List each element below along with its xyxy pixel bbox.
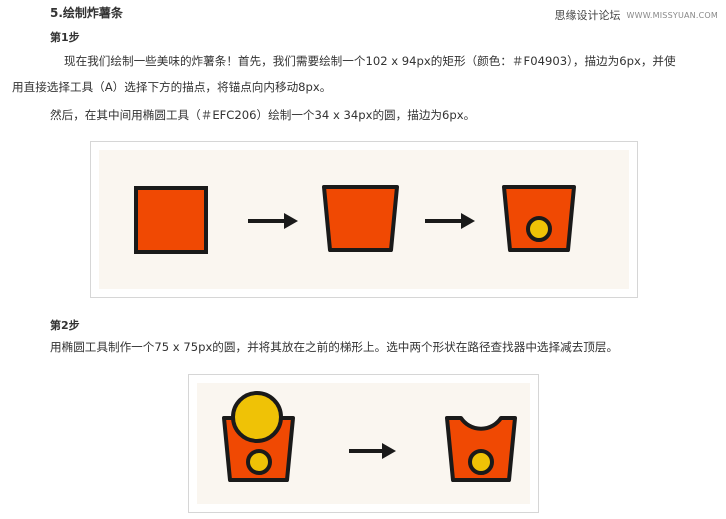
step1-paragraph-line3: 然后，在其中间用椭圆工具（＃EFC206）绘制一个34 x 34px的圆，描边为… bbox=[50, 108, 476, 122]
yellow-circle bbox=[468, 449, 494, 475]
step1-paragraph-line1: 现在我们绘制一些美味的炸薯条！首先，我们需要绘制一个102 x 94px的矩形（… bbox=[64, 54, 676, 68]
arrow-right-icon bbox=[248, 213, 298, 229]
step1-paragraph-line2: 用直接选择工具（A）选择下方的描点，将锚点向内移动8px。 bbox=[12, 80, 332, 94]
arrow-right-icon bbox=[425, 213, 475, 229]
watermark-name: 思缘设计论坛 bbox=[554, 9, 621, 22]
large-yellow-circle bbox=[231, 391, 283, 443]
figure-step1 bbox=[90, 141, 638, 298]
arrow-right-icon bbox=[349, 443, 396, 459]
step2-paragraph-line1: 用椭圆工具制作一个75 x 75px的圆，并将其放在之前的梯形上。选中两个形状在… bbox=[50, 340, 619, 354]
step1-title: 第1步 bbox=[50, 31, 80, 44]
watermark-url: WWW.MISSYUAN.COM bbox=[626, 10, 718, 20]
orange-square bbox=[134, 186, 208, 254]
section-title: 5.绘制炸薯条 bbox=[50, 6, 123, 20]
yellow-circle bbox=[526, 216, 552, 242]
yellow-circle bbox=[246, 449, 272, 475]
figure-step2 bbox=[188, 374, 539, 513]
step2-title: 第2步 bbox=[50, 319, 80, 332]
watermark: 思缘设计论坛 WWW.MISSYUAN.COM bbox=[554, 7, 718, 23]
orange-trapezoid bbox=[322, 185, 399, 252]
